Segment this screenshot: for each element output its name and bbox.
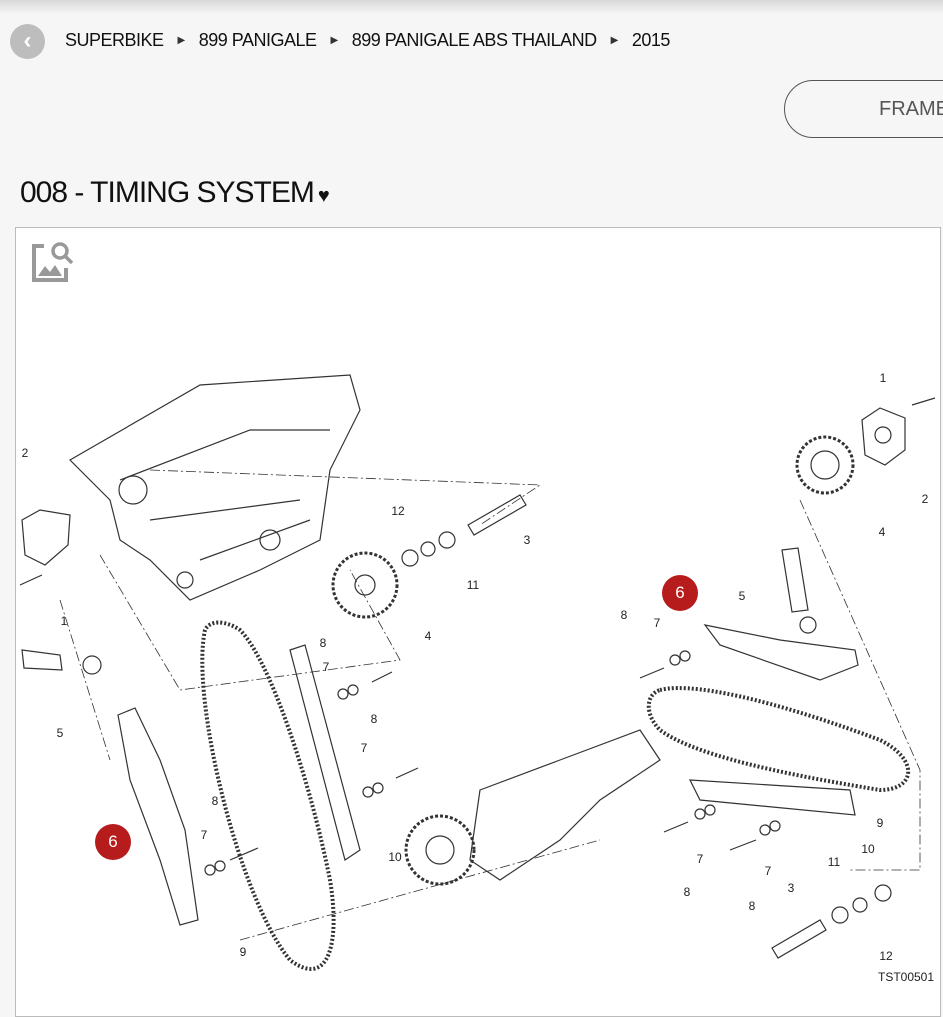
callout-label: 8 [370, 712, 378, 726]
highlighted-part-6-right[interactable]: 6 [662, 575, 698, 611]
callout-label: 8 [319, 636, 327, 650]
callout-label: 5 [738, 589, 746, 603]
cylinder-head [69, 374, 361, 601]
right-cover [861, 407, 906, 466]
chevron-right-icon: ▶ [177, 35, 186, 46]
sprocket-right [795, 435, 855, 495]
back-button[interactable]: ‹ [10, 24, 45, 59]
callout-label: 4 [878, 525, 886, 539]
callout-label: 11 [827, 855, 841, 869]
callout-label: 7 [696, 852, 704, 866]
fixed-guide [289, 644, 361, 861]
callout-label: 7 [653, 616, 661, 630]
callout-label: 5 [56, 726, 64, 740]
callout-label: 12 [879, 949, 893, 963]
crank-gear [404, 814, 476, 886]
callout-label: 10 [861, 842, 875, 856]
page-title: 008 - TIMING SYSTEM♥ [20, 176, 330, 210]
callout-label: 7 [200, 828, 208, 842]
chain-guide-left [117, 707, 199, 926]
crankshaft [469, 729, 661, 881]
callout-label: 9 [239, 945, 247, 959]
pin [467, 494, 527, 536]
breadcrumb: SUPERBIKE ▶ 899 PANIGALE ▶ 899 PANIGALE AB… [65, 30, 670, 51]
drawing-code: TST00501 [878, 970, 935, 984]
callout-label: 7 [322, 660, 330, 674]
callout-label: 10 [388, 850, 402, 864]
highlighted-part-6-left[interactable]: 6 [95, 824, 131, 860]
left-cover [21, 509, 71, 566]
callout-label: 9 [876, 816, 884, 830]
callout-label: 2 [921, 492, 929, 506]
callout-label: 4 [424, 629, 432, 643]
bolts [19, 397, 936, 876]
image-zoom-icon[interactable] [28, 238, 74, 284]
callout-label: 8 [620, 608, 628, 622]
chevron-right-icon: ▶ [610, 35, 619, 46]
callout-label: 1 [60, 614, 68, 628]
chain-guide-right [703, 624, 859, 681]
breadcrumb-superbike[interactable]: SUPERBIKE [65, 30, 164, 50]
callout-label: 2 [21, 446, 29, 460]
breadcrumb-model[interactable]: 899 PANIGALE [198, 30, 317, 50]
sprocket-center [331, 551, 399, 619]
callout-label: 3 [787, 881, 795, 895]
chevron-right-icon: ▶ [330, 35, 338, 46]
diagram-panel [15, 227, 941, 1017]
callout-label: 12 [391, 504, 405, 518]
callout-label: 3 [523, 533, 531, 547]
page-title-text: 008 - TIMING SYSTEM [20, 176, 315, 209]
callout-label: 7 [360, 741, 368, 755]
breadcrumb-variant[interactable]: 899 PANIGALE ABS THAILAND [351, 30, 597, 50]
timing-chain-left [200, 620, 336, 971]
callout-label: 8 [683, 885, 691, 899]
callout-label: 8 [748, 899, 756, 913]
frame-button[interactable]: FRAME [784, 80, 943, 138]
favorite-heart-icon[interactable]: ♥ [317, 185, 330, 207]
callout-label: 1 [879, 371, 887, 385]
breadcrumb-year[interactable]: 2015 [631, 30, 671, 50]
callout-label: 8 [211, 794, 219, 808]
callout-label: 11 [466, 578, 480, 592]
top-shadow [0, 0, 943, 14]
pin [771, 919, 827, 959]
timing-chain-right [646, 686, 911, 793]
fixed-guide [688, 779, 856, 816]
callout-label: 7 [764, 864, 772, 878]
